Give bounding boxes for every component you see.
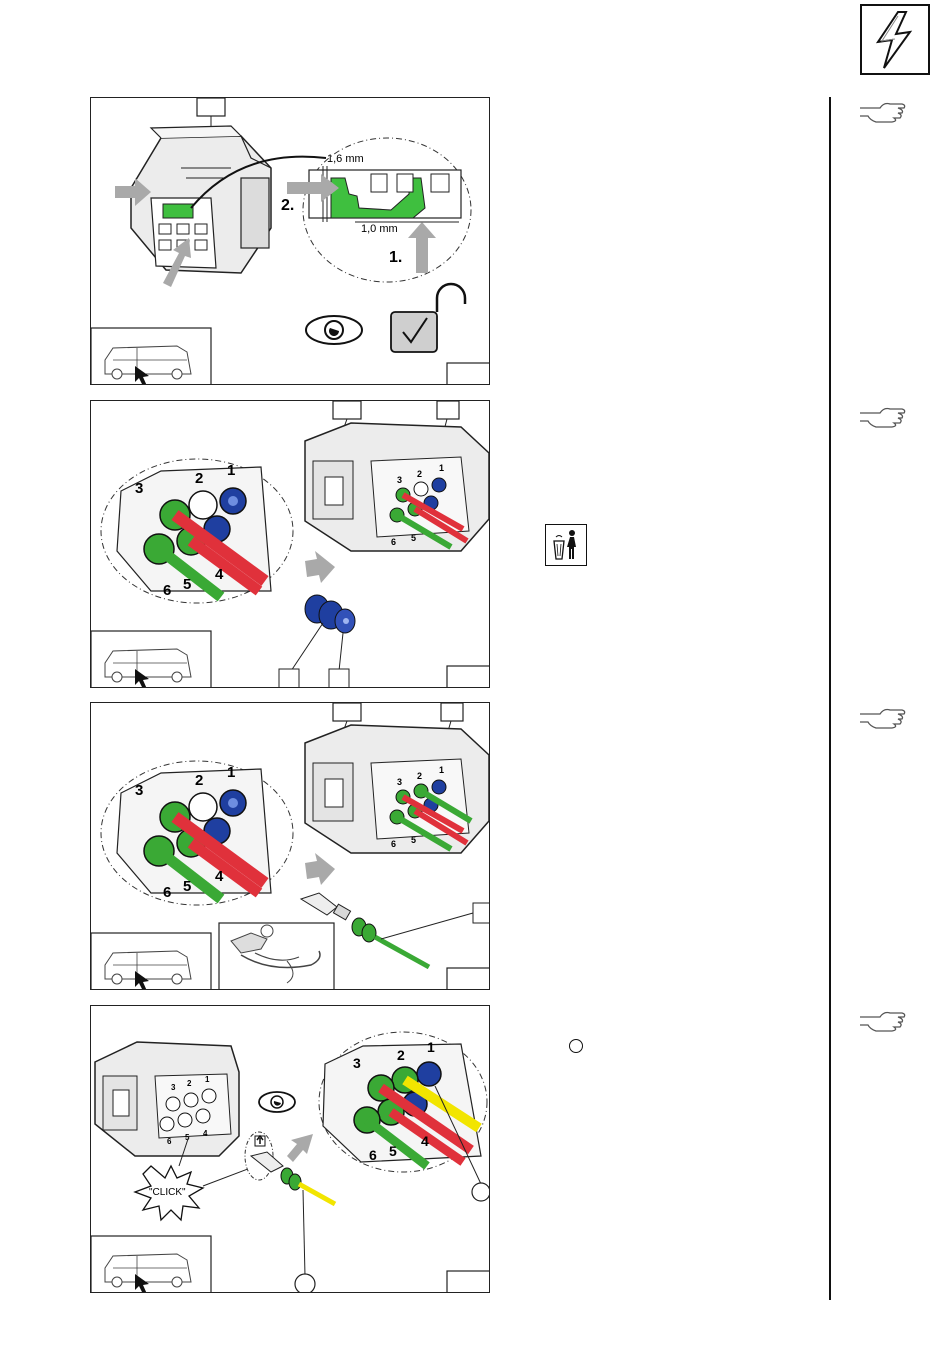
click-burst: "CLICK" xyxy=(135,1166,203,1220)
connector-housing: 3 2 1 5 6 xyxy=(305,725,489,853)
pointing-hand-icon xyxy=(858,704,910,730)
pin-2-label: 2 xyxy=(195,772,203,789)
pin-5-label: 5 xyxy=(183,576,191,593)
van-inset xyxy=(91,328,211,385)
crimp-tool-icon xyxy=(219,923,334,990)
pin-small-3: 3 xyxy=(397,777,402,787)
section-marker xyxy=(860,4,930,75)
connector-housing: 3 2 1 5 6 xyxy=(305,423,489,551)
waste-bin-icon xyxy=(546,525,585,564)
eye-icon xyxy=(259,1092,295,1112)
pin-4-label: 4 xyxy=(215,868,224,885)
van-inset xyxy=(91,933,211,990)
step-two-label: 2. xyxy=(281,197,294,214)
pin-small-3: 3 xyxy=(397,475,402,485)
pin-small-6: 6 xyxy=(391,537,396,547)
figure-number-box xyxy=(447,363,490,385)
pin-small-3: 3 xyxy=(171,1083,176,1092)
reference-marker xyxy=(569,1039,583,1053)
pin-4-label: 4 xyxy=(215,566,224,583)
pin-2-label: 2 xyxy=(195,470,203,487)
margin-rule xyxy=(829,97,831,1300)
van-inset xyxy=(91,631,211,688)
unlocked-check-icon xyxy=(391,284,465,352)
figure-number-box xyxy=(447,1271,490,1293)
dimension-top: 1,6 mm xyxy=(327,153,364,165)
pin-small-5: 5 xyxy=(411,835,416,845)
pin-small-1: 1 xyxy=(439,765,444,775)
pointing-hand-icon xyxy=(858,403,910,429)
waste-bin-box xyxy=(545,524,587,566)
connector-housing: 3 2 1 4 5 6 xyxy=(95,1042,239,1156)
pin-small-5: 5 xyxy=(411,533,416,543)
pointing-hand-icon xyxy=(858,98,910,124)
pin-detail-zoom: 3 2 1 4 5 6 xyxy=(319,1032,487,1172)
pin-4-label: 4 xyxy=(421,1133,429,1149)
pin-small-1: 1 xyxy=(205,1075,210,1084)
pin-1-label: 1 xyxy=(427,1039,435,1055)
step-one-label: 1. xyxy=(389,249,402,266)
direction-arrow xyxy=(305,853,335,885)
pin-small-4: 4 xyxy=(203,1129,208,1138)
pin-detail-zoom: 3 2 1 4 5 6 xyxy=(101,761,293,905)
pin-5-label: 5 xyxy=(389,1143,397,1159)
pin-small-1: 1 xyxy=(439,463,444,473)
illustration-panel-2: 3 2 1 4 5 6 3 2 1 5 6 xyxy=(90,400,490,688)
pin-6-label: 6 xyxy=(163,884,171,901)
pin-6-label: 6 xyxy=(369,1147,377,1163)
pin-5-label: 5 xyxy=(183,878,191,895)
pin-3-label: 3 xyxy=(353,1055,361,1071)
eye-icon xyxy=(306,316,362,344)
direction-arrow xyxy=(305,551,335,583)
pin-small-6: 6 xyxy=(167,1137,172,1146)
illustration-panel-4: 3 2 1 4 5 6 "CLICK" xyxy=(90,1005,490,1293)
insert-arrow xyxy=(287,1134,313,1162)
lightning-bolt-icon xyxy=(862,6,928,73)
pin-2-label: 2 xyxy=(397,1047,405,1063)
figure-number-box xyxy=(447,968,490,990)
dimension-bottom: 1,0 mm xyxy=(361,223,398,235)
pin-1-label: 1 xyxy=(227,764,235,781)
seal-plug-icon xyxy=(305,595,355,633)
illustration-panel-3: 3 2 1 4 5 6 3 2 1 5 6 xyxy=(90,702,490,990)
pin-detail-zoom: 3 2 1 4 5 6 xyxy=(101,459,293,603)
van-inset xyxy=(91,1236,211,1293)
pin-3-label: 3 xyxy=(135,480,143,497)
figure-number-box xyxy=(447,666,490,688)
callout-circle xyxy=(472,1183,490,1201)
click-label: "CLICK" xyxy=(149,1187,186,1198)
pin-small-2: 2 xyxy=(417,771,422,781)
pin-3-label: 3 xyxy=(135,782,143,799)
callout-circle xyxy=(295,1274,315,1293)
pin-small-6: 6 xyxy=(391,839,396,849)
connector-housing xyxy=(131,126,271,273)
pin-small-2: 2 xyxy=(417,469,422,479)
pin-6-label: 6 xyxy=(163,582,171,599)
pointing-hand-icon xyxy=(858,1007,910,1033)
illustration-panel-1: 1,6 mm 1,0 mm 2. 1. xyxy=(90,97,490,385)
pin-1-label: 1 xyxy=(227,462,235,479)
pin-small-2: 2 xyxy=(187,1079,192,1088)
